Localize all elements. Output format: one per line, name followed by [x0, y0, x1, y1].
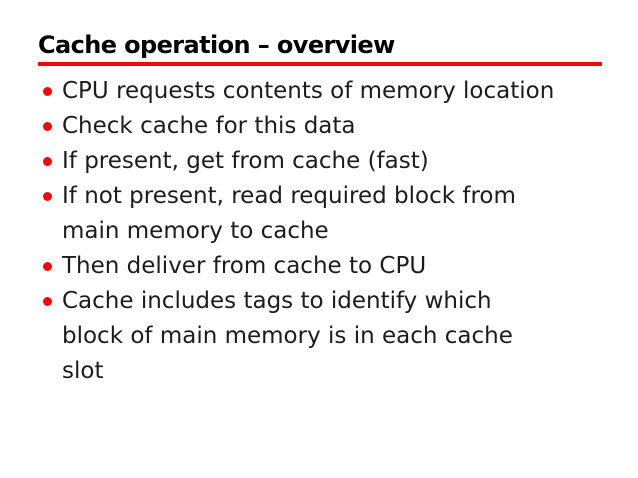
bullet-text: Then deliver from cache to CPU: [62, 253, 427, 279]
bullet-item: If present, get from cache (fast): [38, 144, 608, 179]
bullet-item: Check cache for this data: [38, 109, 608, 144]
bullet-text: Check cache for this data: [62, 113, 356, 139]
slide-title: Cache operation – overview: [38, 31, 395, 59]
bullet-icon: [43, 157, 52, 166]
title-underline: [38, 62, 602, 66]
bullet-icon: [43, 262, 52, 271]
bullet-item: Then deliver from cache to CPU: [38, 249, 608, 284]
bullet-item: If not present, read required block from…: [38, 179, 608, 249]
bullet-icon: [43, 122, 52, 131]
bullet-text: If not present, read required block from…: [62, 183, 516, 244]
bullet-icon: [43, 192, 52, 201]
bullet-text: CPU requests contents of memory location: [62, 78, 555, 104]
bullet-list: CPU requests contents of memory location…: [38, 74, 608, 389]
bullet-text: Cache includes tags to identify which bl…: [62, 288, 513, 384]
bullet-item: CPU requests contents of memory location: [38, 74, 608, 109]
bullet-text: If present, get from cache (fast): [62, 148, 429, 174]
bullet-icon: [43, 297, 52, 306]
bullet-icon: [43, 87, 52, 96]
bullet-item: Cache includes tags to identify which bl…: [38, 284, 608, 389]
